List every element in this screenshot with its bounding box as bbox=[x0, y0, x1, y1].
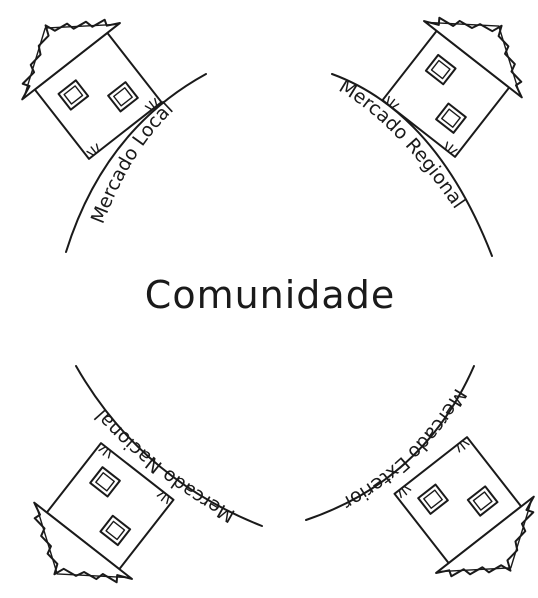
arc-line-regional bbox=[331, 73, 493, 257]
arc-line-exterior bbox=[305, 365, 475, 521]
arc-line-nacional bbox=[75, 365, 263, 527]
arc-line-local bbox=[65, 73, 207, 253]
center-label: Comunidade bbox=[145, 273, 395, 317]
